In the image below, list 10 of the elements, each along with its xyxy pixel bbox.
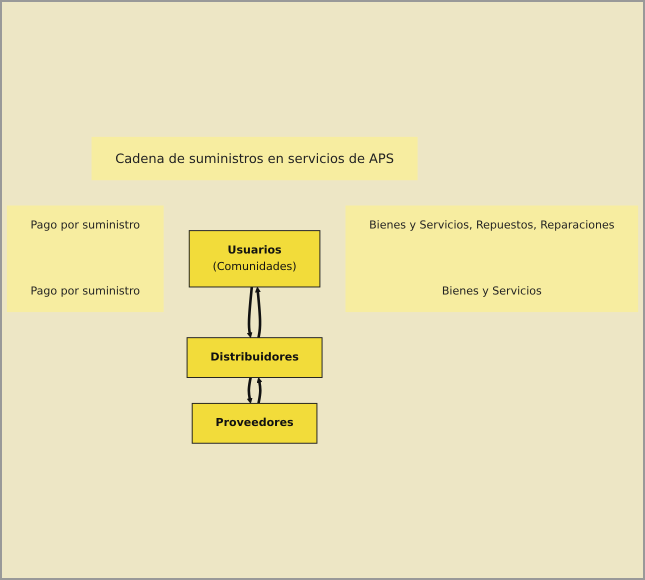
node-box: Distribuidores xyxy=(186,336,323,378)
node-box: Cadena de suministros en servicios de APS xyxy=(92,136,418,180)
node-box: Bienes y Servicios, Repuestos, Reparaciones Bienes y Servicios xyxy=(345,205,638,312)
node-box: Pago por suministro Pago por suministro xyxy=(6,205,164,312)
arrow xyxy=(255,286,262,338)
arrow xyxy=(246,286,254,338)
node-box: Proveedores xyxy=(192,402,318,444)
node-box: Usuarios (Comunidades) xyxy=(188,230,320,288)
arrow xyxy=(256,377,262,404)
arrow xyxy=(246,377,252,404)
